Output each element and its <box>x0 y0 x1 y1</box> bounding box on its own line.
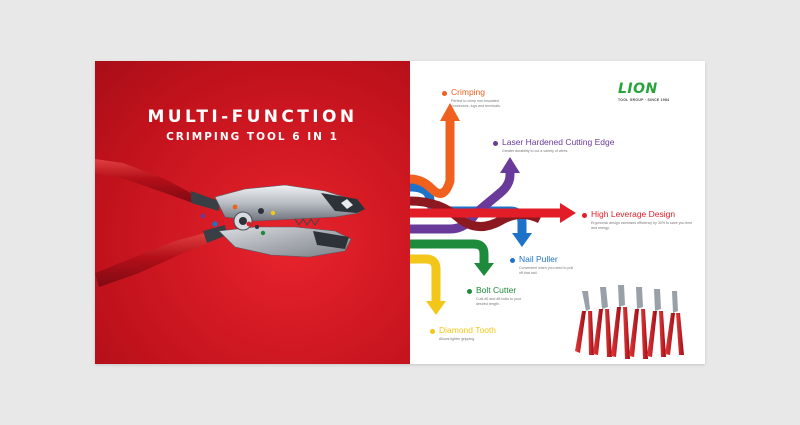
features-panel: LION TOOL GROUP · SINCE 1984 Crimping Pe… <box>410 61 705 364</box>
feature-desc: Cuts #6 and #8 bolts to your desired len… <box>476 297 521 306</box>
feature-title: Bolt Cutter <box>476 285 517 295</box>
feature-desc: Perfect to crimp non-insulated connector… <box>451 99 501 108</box>
bullet-icon <box>442 91 447 96</box>
lion-logo: LION TOOL GROUP · SINCE 1984 <box>618 81 669 102</box>
bullet-icon <box>467 289 472 294</box>
feature-desc: Greater durability to cut a variety of w… <box>502 149 569 153</box>
feature-title: Crimping <box>451 87 486 97</box>
feature-title: Nail Puller <box>519 254 558 264</box>
combination-plier-icon <box>95 159 365 287</box>
plier-lineup-icon <box>575 285 684 359</box>
bullet-icon <box>493 141 498 146</box>
bullet-icon <box>510 258 515 263</box>
bullet-icon <box>582 213 587 218</box>
feature-arrows-icon <box>410 103 576 315</box>
brand-name: LION <box>618 81 658 97</box>
feature-title: Diamond Tooth <box>439 325 497 335</box>
brochure-spread: MULTI-FUNCTION CRIMPING TOOL 6 IN 1 <box>95 61 705 364</box>
feature-desc: Convenient when you need to pull off tha… <box>519 266 574 275</box>
headline-multi-function: MULTI-FUNCTION <box>147 107 358 127</box>
headline-crimping-tool: CRIMPING TOOL 6 IN 1 <box>166 131 339 143</box>
feature-title: High Leverage Design <box>591 209 676 219</box>
feature-desc: Allows tighter gripping. <box>439 337 476 341</box>
feature-desc: Ergonomic design increases efficiency by… <box>591 221 693 230</box>
bullet-icon <box>430 329 435 334</box>
brand-tagline: TOOL GROUP · SINCE 1984 <box>618 98 670 102</box>
feature-title: Laser Hardened Cutting Edge <box>502 137 615 147</box>
red-hero-panel: MULTI-FUNCTION CRIMPING TOOL 6 IN 1 <box>95 61 410 364</box>
